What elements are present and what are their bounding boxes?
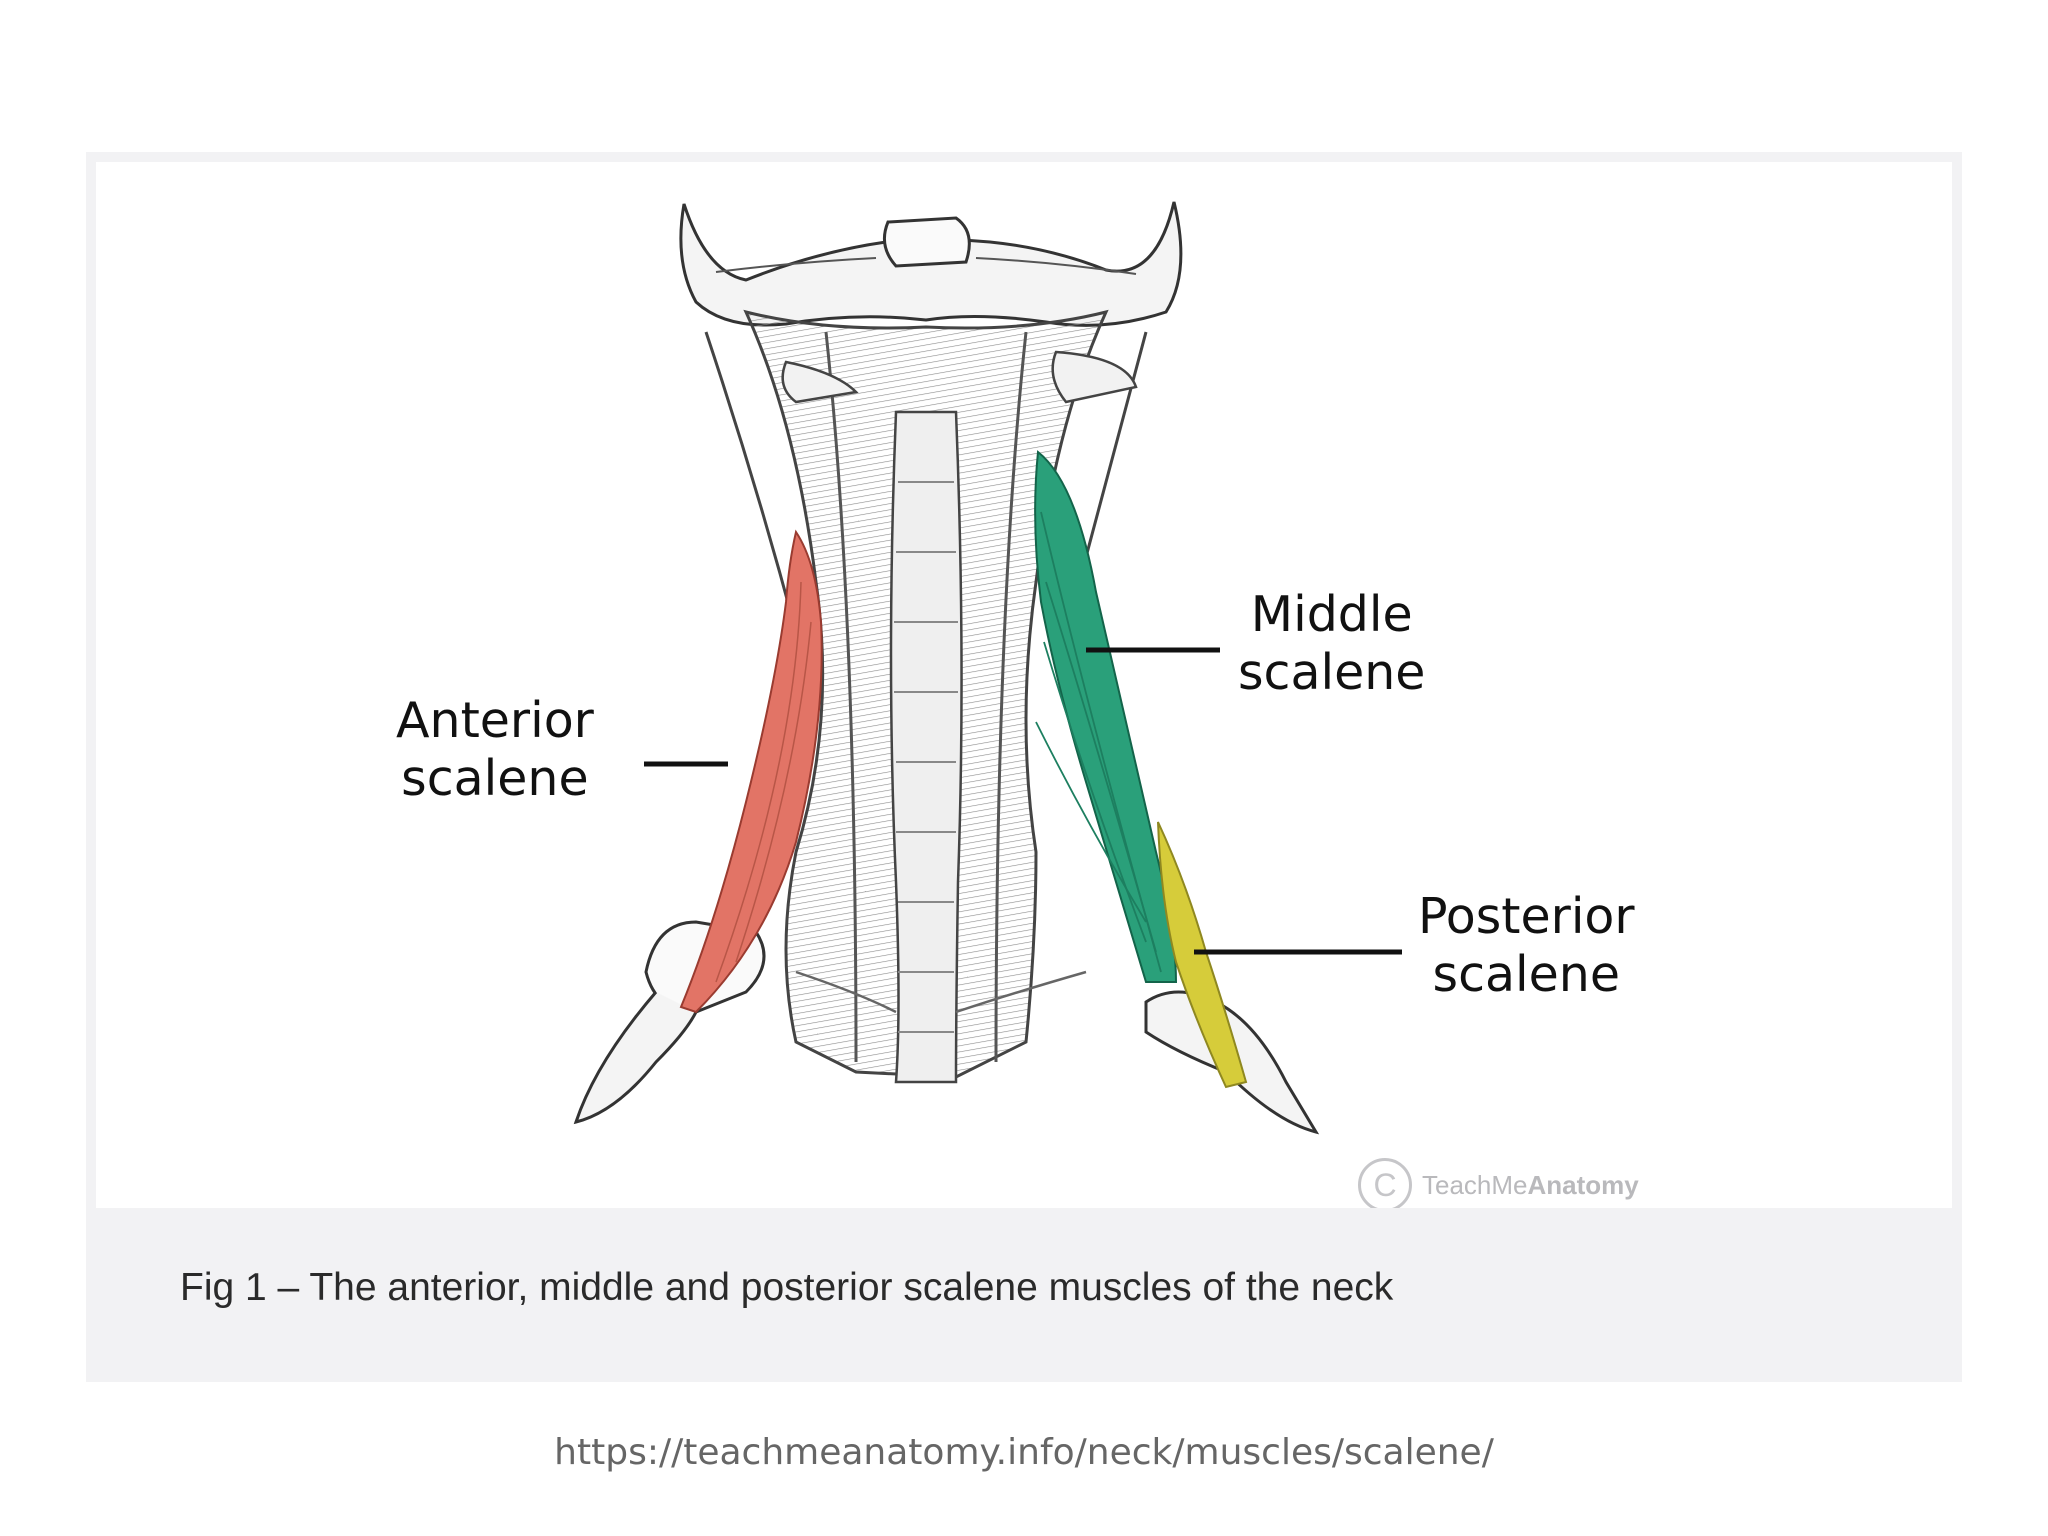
anterior-scalene-muscle	[679, 529, 823, 1014]
neck-muscle-mass	[704, 309, 1148, 1084]
copyright-icon: C	[1358, 1158, 1412, 1208]
figure-card: Anterior scalene Middle scalene Posterio…	[86, 152, 1962, 1382]
neck-anatomy-illustration: Anterior scalene Middle scalene Posterio…	[96, 162, 1952, 1208]
anterior-label-line1: Anterior	[396, 692, 594, 749]
teachmeanatomy-watermark: C TeachMeAnatomy	[1358, 1158, 1639, 1208]
neck-muscles-drawing	[573, 201, 1402, 1135]
middle-scalene-muscle	[1034, 450, 1178, 983]
right-transverse-process	[1051, 350, 1138, 404]
source-url: https://teachmeanatomy.info/neck/muscles…	[554, 1432, 1494, 1473]
posterior-label-line1: Posterior	[1418, 888, 1635, 945]
middle-label-line1: Middle	[1250, 586, 1413, 643]
middle-label-line2: scalene	[1238, 644, 1426, 701]
anterior-scalene-label: Anterior scalene	[396, 692, 594, 808]
posterior-scalene-label: Posterior scalene	[1418, 888, 1635, 1004]
posterior-label-line2: scalene	[1432, 946, 1621, 1003]
anterior-label-line2: scalene	[401, 750, 589, 807]
watermark-text: TeachMeAnatomy	[1422, 1169, 1639, 1200]
left-transverse-process	[781, 360, 859, 404]
middle-scalene-label: Middle scalene	[1238, 586, 1425, 702]
skull-base	[679, 201, 1183, 327]
figure-caption: Fig 1 – The anterior, middle and posteri…	[180, 1266, 1394, 1309]
